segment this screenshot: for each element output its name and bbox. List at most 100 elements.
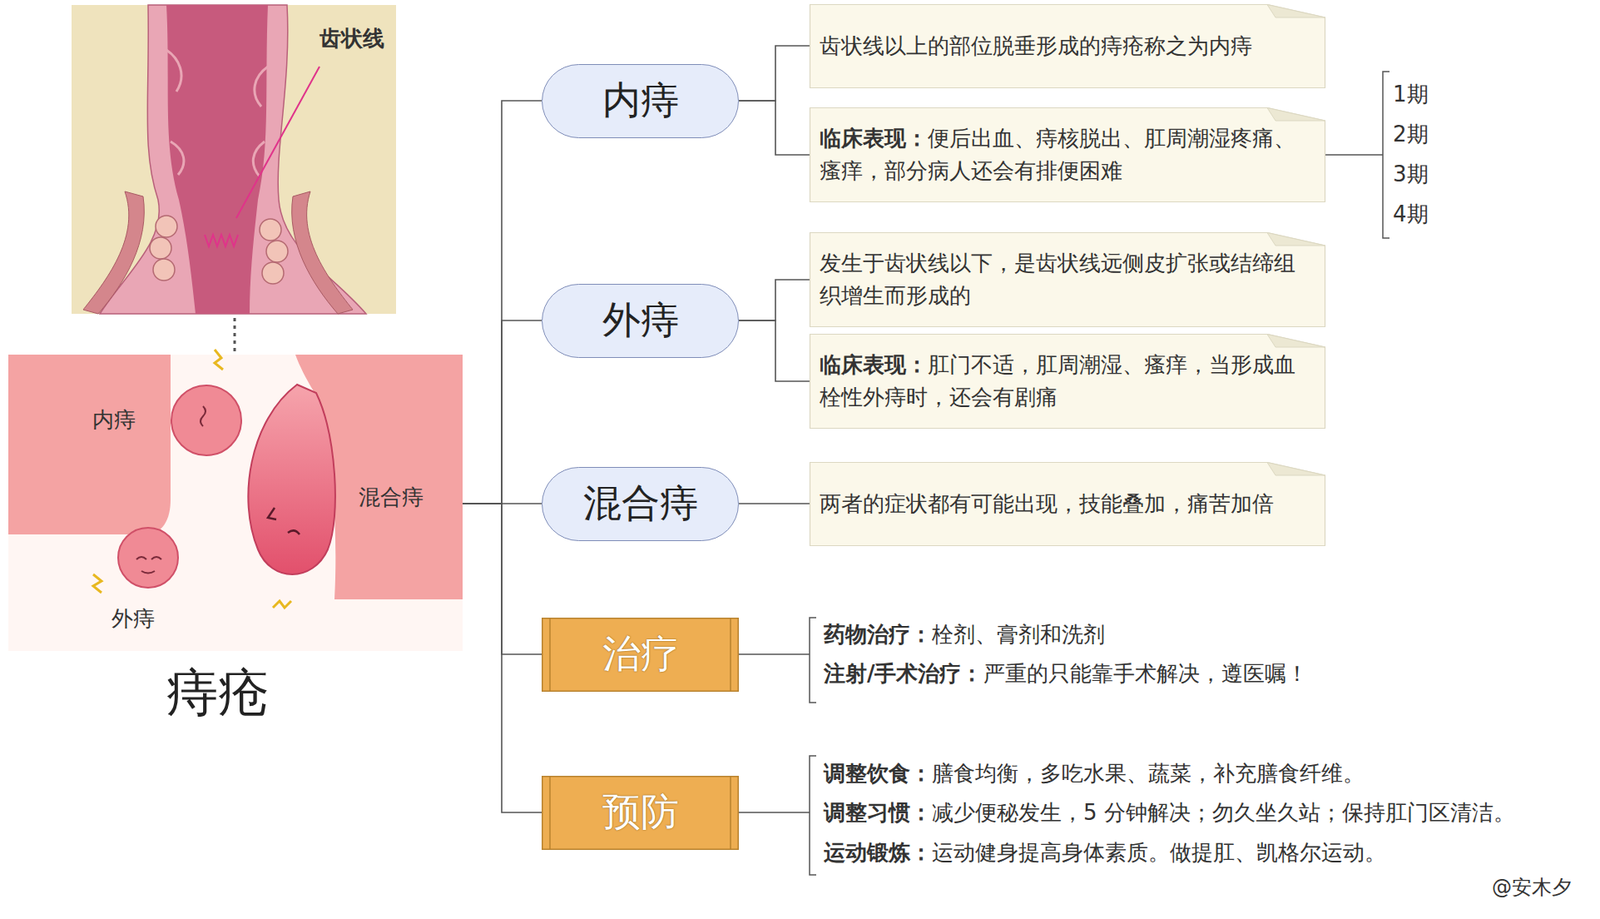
label-line: 1期 <box>1392 80 1429 109</box>
branch-connector <box>738 100 810 155</box>
bullet-line: 调整饮食：膳食均衡，多吃水果、蔬菜，补充膳食纤维。 <box>823 759 1365 788</box>
label-text: 膳食均衡，多吃水果、蔬菜，补充膳食纤维。 <box>931 760 1365 786</box>
branch-pill: 混合痔 <box>541 466 739 541</box>
leader-line <box>236 66 320 218</box>
node-text: 痔疮 <box>166 661 270 723</box>
branch-connector <box>738 45 810 101</box>
note-card: 临床表现：便后出血、痔核脱出、肛周潮湿疼痛、瘙痒，部分病人还会有排便困难 <box>809 107 1326 203</box>
label-text: 运动健身提高身体素质。做提肛、凯格尔运动。 <box>931 839 1387 865</box>
label-line: 外痔 <box>111 604 155 634</box>
anatomy-ground <box>71 4 397 314</box>
illustration-part <box>153 258 175 281</box>
label-line: 2期 <box>1392 120 1429 149</box>
illustration-part <box>738 811 810 813</box>
label-line: 3期 <box>1392 160 1429 189</box>
node-text: 混合痔 <box>583 480 699 526</box>
cartoon-ground <box>8 354 463 651</box>
box-bar <box>729 776 732 849</box>
note-card: 两者的症状都有可能出现，技能叠加，痛苦加倍 <box>809 461 1326 546</box>
dentate-line <box>204 234 238 247</box>
note-heading: 临床表现： <box>819 351 928 377</box>
left-tissue <box>8 354 171 535</box>
face-mark <box>136 556 162 574</box>
cushion-group <box>149 215 288 284</box>
text-wrap: 治疗 <box>602 628 679 680</box>
box-fill <box>542 617 739 691</box>
box-bar <box>729 618 732 691</box>
item-heading: 调整习惯： <box>823 799 932 825</box>
branch-connector <box>738 279 810 321</box>
node-text: 发生于齿状线以下，是齿状线远侧皮扩张或结缔组织增生而形成的 <box>819 250 1296 308</box>
rectal-fold <box>166 49 268 177</box>
text-wrap: 齿状线以上的部位脱垂形成的痔疮称之为内痔 <box>819 29 1253 63</box>
illustration-part <box>262 262 284 284</box>
node-text: 预防 <box>602 788 679 834</box>
dotted-link <box>233 317 237 353</box>
sphincter-muscle <box>83 191 144 314</box>
text-wrap: 预防 <box>602 786 679 838</box>
box-bar <box>549 776 551 849</box>
illustration-part <box>809 755 817 875</box>
label-line: 齿状线 <box>319 24 385 54</box>
action-box: 治疗 <box>541 617 739 692</box>
bullet-line: 注射/手术治疗：严重的只能靠手术解决，遵医嘱！ <box>823 659 1308 689</box>
illustration-part <box>259 218 282 241</box>
box-bar <box>549 618 551 691</box>
note-sheet <box>810 334 1326 429</box>
label-line: @安木夕 <box>1491 874 1572 901</box>
illustration-part <box>1382 71 1390 238</box>
branch-connector <box>738 320 810 382</box>
illustration-part <box>266 240 288 263</box>
branch-connector <box>738 502 810 505</box>
text-wrap: 两者的症状都有可能出现，技能叠加，痛苦加倍 <box>819 487 1274 521</box>
item-heading: 注射/手术治疗： <box>823 660 984 686</box>
rectum-wall <box>99 4 367 314</box>
note-outline <box>809 107 1326 203</box>
face-mark <box>267 507 300 535</box>
text-wrap: 临床表现：肛门不适，肛周潮湿、瘙痒，当形成血栓性外痔时，还会有剧痛 <box>819 348 1313 414</box>
note-card: 齿状线以上的部位脱垂形成的痔疮称之为内痔 <box>809 4 1326 89</box>
label-text: 3期 <box>1392 161 1429 187</box>
note-outline <box>809 333 1326 429</box>
text-wrap: 临床表现：便后出血、痔核脱出、肛周潮湿疼痛、瘙痒，部分病人还会有排便困难 <box>819 122 1313 188</box>
text-wrap: 混合痔 <box>583 477 699 530</box>
label-line: 内痔 <box>92 406 136 435</box>
note-heading: 临床表现： <box>819 125 928 151</box>
bullet-line: 运动锻炼：运动健身提高身体素质。做提肛、凯格尔运动。 <box>823 838 1387 867</box>
label-text: 栓剂、膏剂和洗剂 <box>931 621 1105 647</box>
note-fold <box>1267 232 1326 247</box>
action-box: 预防 <box>541 775 739 850</box>
note-sheet <box>810 232 1326 327</box>
item-heading: 药物治疗： <box>823 621 932 647</box>
note-fold <box>1267 334 1326 348</box>
branch-connector <box>462 320 542 504</box>
note-fold <box>1267 4 1326 18</box>
illustration-part <box>738 653 810 655</box>
text-wrap: 痔疮 <box>166 661 270 724</box>
branch-pill: 外痔 <box>541 283 739 358</box>
illustration-part <box>155 215 178 238</box>
internal-hemorrhoid <box>171 385 242 456</box>
external-hemorrhoid <box>118 527 179 588</box>
note-sheet <box>810 108 1326 203</box>
item-heading: 调整饮食： <box>823 760 932 786</box>
note-fold <box>1267 461 1326 476</box>
branch-connector <box>462 503 542 813</box>
note-fold <box>1267 108 1326 122</box>
topic-root: 痔疮 <box>8 354 463 734</box>
note-outline <box>809 232 1326 327</box>
node-text: 外痔 <box>602 297 679 342</box>
node-text: 治疗 <box>602 630 679 676</box>
branch-pill: 内痔 <box>541 64 739 139</box>
illustration-part <box>149 237 172 259</box>
label-text: 减少便秘发生，5 分钟解决；勿久坐久站；保持肛门区清洁。 <box>931 799 1516 825</box>
node-text: 两者的症状都有可能出现，技能叠加，痛苦加倍 <box>819 490 1274 516</box>
bracket-group <box>738 71 1390 875</box>
label-text: 内痔 <box>92 406 136 432</box>
label-line: 混合痔 <box>358 483 424 512</box>
face-mark <box>200 406 206 427</box>
label-text: 外痔 <box>111 605 155 631</box>
note-sheet <box>810 461 1326 545</box>
text-wrap: 内痔 <box>602 74 679 127</box>
